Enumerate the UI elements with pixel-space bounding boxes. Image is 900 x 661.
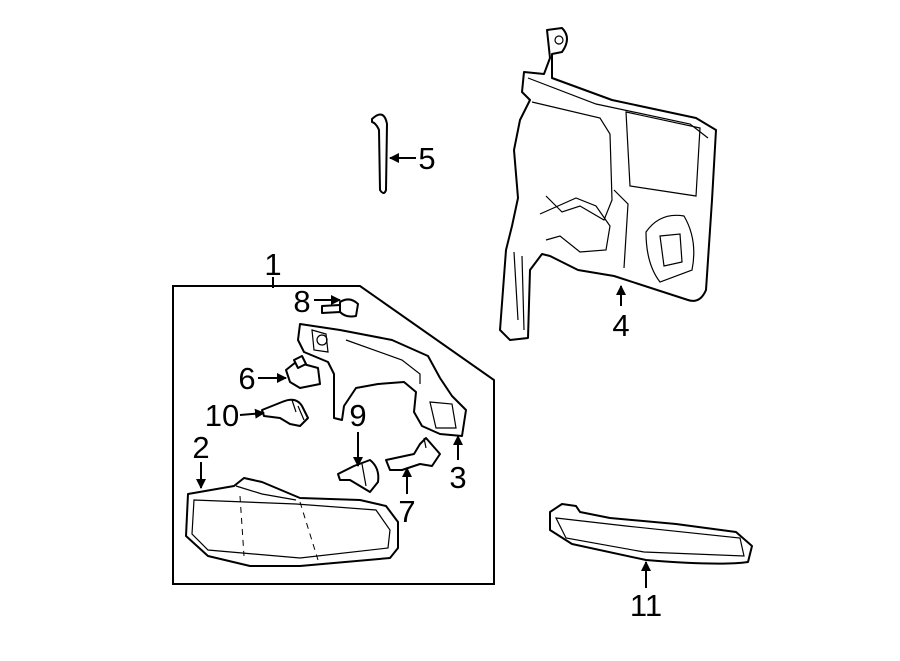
- callout-8: 8: [293, 284, 310, 319]
- callout-2: 2: [192, 430, 209, 465]
- part-4-radiator-support[interactable]: [499, 27, 717, 341]
- callout-7: 7: [398, 494, 415, 529]
- part-8-bolt[interactable]: [321, 298, 359, 318]
- callout-10: 10: [205, 398, 239, 433]
- callout-3: 3: [449, 460, 466, 495]
- part-6-socket[interactable]: [285, 355, 321, 389]
- part-9-bulb[interactable]: [337, 459, 380, 493]
- callout-6: 6: [238, 361, 255, 396]
- part-7-adjuster[interactable]: [385, 437, 441, 471]
- callout-9: 9: [349, 398, 366, 433]
- callout-4: 4: [612, 308, 629, 343]
- part-11-marker-lamp[interactable]: [549, 503, 753, 565]
- part-5-hose[interactable]: [371, 113, 388, 194]
- part-2-headlamp[interactable]: [185, 477, 399, 567]
- callout-1: 1: [264, 247, 281, 282]
- part-3-bracket[interactable]: [297, 323, 467, 437]
- callout-11: 11: [630, 588, 662, 623]
- leader-lines: [196, 153, 651, 588]
- part-10-bulb[interactable]: [261, 398, 309, 427]
- callout-labels: 1 2 3 4 5 6 7 8 9 10 11: [192, 141, 662, 623]
- callout-5: 5: [418, 141, 435, 176]
- headlamp-assembly-box: [172, 277, 495, 585]
